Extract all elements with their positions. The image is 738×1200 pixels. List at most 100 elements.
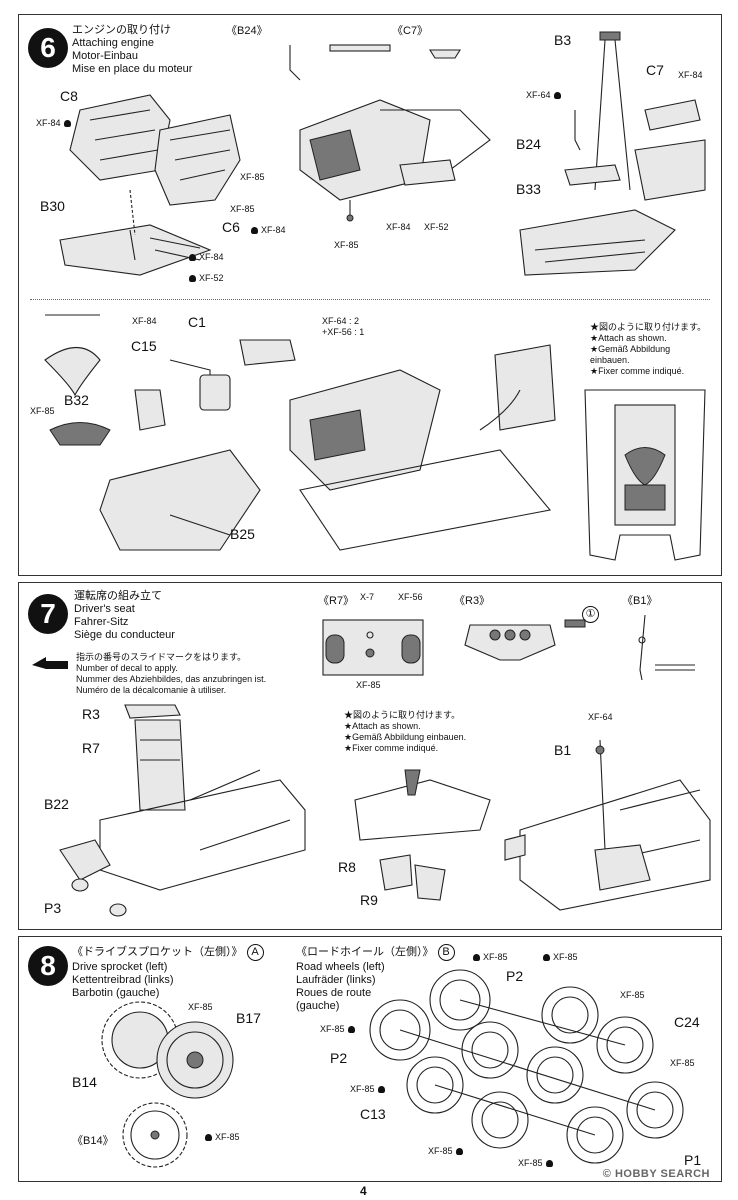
label-c1: C1 <box>188 314 206 330</box>
paint-w4-xf85: XF-85 <box>320 1024 358 1034</box>
label-b32: B32 <box>64 392 89 408</box>
decal-number: ① <box>582 606 599 623</box>
paint-r7-xf85: XF-85 <box>356 680 381 690</box>
paint-text: XF-85 <box>553 952 578 962</box>
paint-xf85-b: XF-85 <box>230 204 255 214</box>
step8-sub-b14: 《B14》 <box>72 1135 114 1147</box>
step7-title-de: Fahrer-Sitz <box>74 616 129 628</box>
paint-text: XF-84 <box>132 316 157 326</box>
sprocket-en: Drive sprocket (left) <box>72 961 168 973</box>
step7-title: 運転席の組み立て Driver's seat Fahrer-Sitz Siège… <box>74 590 175 642</box>
paint-text: XF-85 <box>215 1132 240 1142</box>
label-p1: P1 <box>684 1152 702 1168</box>
paint-c8-xf84: XF-84 <box>36 118 74 128</box>
step6-number: 6 <box>28 28 68 68</box>
step6-engine-closeup <box>289 44 491 222</box>
step6-sub-c7: 《C7》 <box>392 25 429 37</box>
label-r3: R3 <box>82 706 100 722</box>
paint-text: XF-85 <box>483 952 508 962</box>
wheels-de: Laufräder (links) <box>296 974 376 986</box>
step6-divider <box>30 299 710 300</box>
paint-text: XF-64 <box>526 90 551 100</box>
paint-text: XF-85 <box>188 1002 213 1012</box>
paint-r7-x7: X-7 <box>360 592 374 602</box>
label-b33: B33 <box>516 181 541 197</box>
paint-xf85-a: XF-85 <box>240 172 265 182</box>
paint-text: XF-85 <box>350 1084 375 1094</box>
label-c6: C6 <box>222 219 240 235</box>
step6-note-jp: ★図のように取り付けます。 <box>590 322 707 332</box>
paint-dot-icon <box>347 1026 355 1034</box>
label-p2-left: P2 <box>330 1050 348 1066</box>
step6-bracket-drawing <box>519 31 706 276</box>
paint-text: XF-85 <box>356 680 381 690</box>
step6-note-en: ★Attach as shown. <box>590 333 667 343</box>
sprocket-fr: Barbotin (gauche) <box>72 987 160 999</box>
paint-w3-xf85: XF-85 <box>620 990 645 1000</box>
label-p2-top: P2 <box>506 968 524 984</box>
paint-text: XF-85 <box>334 240 359 250</box>
sprocket-de: Kettentreibrad (links) <box>72 974 174 986</box>
step7-frame <box>18 582 722 930</box>
paint-text: XF-85 <box>240 172 265 182</box>
paint-text: XF-52 <box>424 222 449 232</box>
step8-sprocket-drawing <box>101 1001 234 1168</box>
step6-title-jp: エンジンの取り付け <box>72 24 171 36</box>
paint-text: XF-84 <box>386 222 411 232</box>
paint-w1-xf85: XF-85 <box>470 952 508 962</box>
paint-text: XF-84 <box>199 252 224 262</box>
paint-dot-icon <box>377 1086 385 1094</box>
paint-dot-icon <box>473 954 480 962</box>
step8-wheels-drawing <box>369 969 684 1164</box>
label-p3: P3 <box>44 900 62 916</box>
paint-text: XF-84 <box>678 70 703 80</box>
paint-c15-xf84: XF-84 <box>132 316 157 326</box>
paint-dot-icon <box>63 120 71 128</box>
paint-text: XF-84 <box>36 118 61 128</box>
step7-sub-b1: 《B1》 <box>622 595 658 607</box>
label-c24: C24 <box>674 1014 700 1030</box>
paint-b32-xf85: XF-85 <box>30 406 55 416</box>
paint-text: XF-85 <box>670 1058 695 1068</box>
label-b1: B1 <box>554 742 572 758</box>
step7-sub-r7: 《R7》 <box>318 595 355 607</box>
sprocket-title-jp: 《ドライブスプロケット（左側）》A <box>72 944 264 961</box>
paint-b1-xf64: XF-64 <box>588 712 613 722</box>
wheels-title-text: 《ロードホイール（左側）》 <box>296 946 434 958</box>
label-r9: R9 <box>360 892 378 908</box>
wheels-en: Road wheels (left) <box>296 961 385 973</box>
step8-number: 8 <box>28 946 68 986</box>
paint-w2-xf85: XF-85 <box>540 952 578 962</box>
wheels-letter: B <box>437 944 455 961</box>
paint-mix: XF-64 : 2 +XF-56 : 1 <box>322 316 364 338</box>
paint-c6-xf84: XF-84 <box>248 225 286 235</box>
step8-wheels-title: 《ロードホイール（左側）》B Road wheels (left) Laufrä… <box>296 944 455 1013</box>
decal-note-de: Nummer des Abziehbildes, das anzubringen… <box>76 674 267 684</box>
label-c15: C15 <box>131 338 157 354</box>
paint-c7-xf84: XF-84 <box>678 70 703 80</box>
step7-number: 7 <box>28 594 68 634</box>
step6-note-de2: einbauen. <box>590 355 630 365</box>
label-b14: B14 <box>72 1074 97 1090</box>
paint-text: XF-64 <box>588 712 613 722</box>
paint-text: XF-85 <box>428 1146 453 1156</box>
step7-sub-r3: 《R3》 <box>454 595 491 607</box>
step6-title-fr: Mise en place du moteur <box>72 63 193 75</box>
step6-sub-b24: 《B24》 <box>226 25 268 37</box>
paint-dot-icon <box>543 954 550 962</box>
wheels-title-jp: 《ロードホイール（左側）》B <box>296 944 455 961</box>
paint-text: XF-84 <box>261 225 286 235</box>
decal-marker: ① <box>578 606 599 623</box>
step6-note-fr: ★Fixer comme indiqué. <box>590 366 685 376</box>
step7-decal-note: 指示の番号のスライドマークをはります。 Number of decal to a… <box>76 652 266 696</box>
step7-note-fr: ★Fixer comme indiqué. <box>344 743 439 753</box>
decal-note-jp: 指示の番号のスライドマークをはります。 <box>76 652 247 662</box>
label-c7: C7 <box>646 62 664 78</box>
paint-dot-icon <box>189 254 196 262</box>
label-b3: B3 <box>554 32 572 48</box>
label-b24: B24 <box>516 136 541 152</box>
decal-note-fr: Numéro de la décalcomanie à utiliser. <box>76 685 227 695</box>
paint-text: XF-85 <box>620 990 645 1000</box>
step6-engine-drawing <box>59 94 241 276</box>
step8-frame <box>18 936 722 1182</box>
